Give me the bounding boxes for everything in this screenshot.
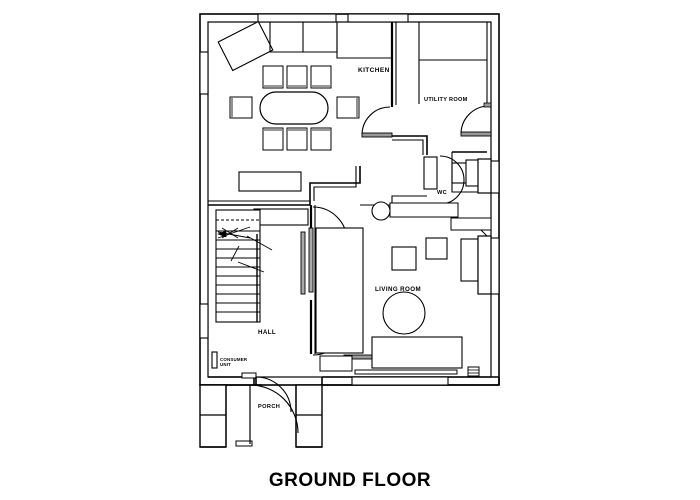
window-top-1	[257, 13, 337, 23]
page-title: GROUND FLOOR	[268, 470, 432, 491]
living-top-unit	[389, 202, 459, 218]
room-label-hall: HALL	[258, 329, 276, 336]
door-wc	[439, 155, 465, 205]
consumer-unit-label-line2: UNIT	[220, 362, 231, 367]
room-label-kitchen: KITCHEN	[358, 67, 390, 74]
wc-partition	[451, 151, 487, 193]
dining-chair	[286, 127, 308, 151]
kitchen-counter-lower	[238, 171, 302, 192]
wall-hall-step	[309, 166, 361, 205]
living-narrow-unit	[460, 238, 479, 282]
threshold-porch	[235, 440, 253, 447]
wall-kitchen-utility	[390, 22, 397, 107]
dining-chair	[336, 96, 360, 119]
living-coffee-table	[382, 291, 426, 335]
window-left-2	[199, 303, 209, 339]
living-bin	[467, 366, 480, 377]
window-left-1	[199, 51, 209, 95]
room-label-wc: WC	[437, 190, 447, 196]
dining-chair	[310, 65, 332, 89]
dining-chair	[229, 96, 253, 119]
window-top-2	[347, 13, 409, 23]
kitchen-counter-top	[269, 22, 338, 53]
living-tall-unit	[315, 227, 364, 354]
door-kitchen-utility	[361, 106, 393, 138]
living-side-table-1	[391, 246, 417, 271]
window-front	[351, 376, 449, 386]
living-round-stool	[371, 201, 391, 221]
room-label-utility: UTILITY ROOM	[424, 97, 468, 103]
porch-walls	[199, 384, 323, 448]
dining-chair	[262, 127, 284, 151]
dining-chair	[310, 127, 332, 151]
staircase	[215, 209, 261, 323]
room-label-porch: PORCH	[258, 404, 280, 410]
wall-utility-bottom	[392, 135, 428, 155]
room-label-living: LIVING ROOM	[375, 286, 421, 293]
kitchen-angled-unit	[217, 20, 274, 72]
hall-cupboard	[253, 208, 309, 226]
consumer-unit-box	[211, 351, 218, 369]
kitchen-counter-top-right	[336, 22, 392, 59]
door-porch-entrance	[249, 384, 299, 444]
dining-table	[259, 91, 329, 125]
door-utility-room	[460, 102, 492, 137]
utility-unit-top	[418, 22, 488, 104]
threshold-hall	[241, 372, 257, 379]
living-sofa	[354, 336, 463, 375]
living-side-table-2	[425, 237, 448, 260]
consumer-unit-label-line1: CONSUMER	[220, 357, 248, 362]
window-right-1	[490, 160, 500, 194]
window-right-2	[490, 237, 500, 295]
sliding-door-panels	[300, 227, 314, 295]
wall-kitchen-hall-horizontal	[208, 200, 310, 206]
dining-chair	[262, 65, 284, 89]
right-wall-detail	[477, 158, 492, 295]
dining-chair	[286, 65, 308, 89]
hall-lower-unit	[319, 355, 353, 372]
wc-toilet	[423, 156, 438, 190]
stair-direction-arrow	[217, 226, 273, 273]
